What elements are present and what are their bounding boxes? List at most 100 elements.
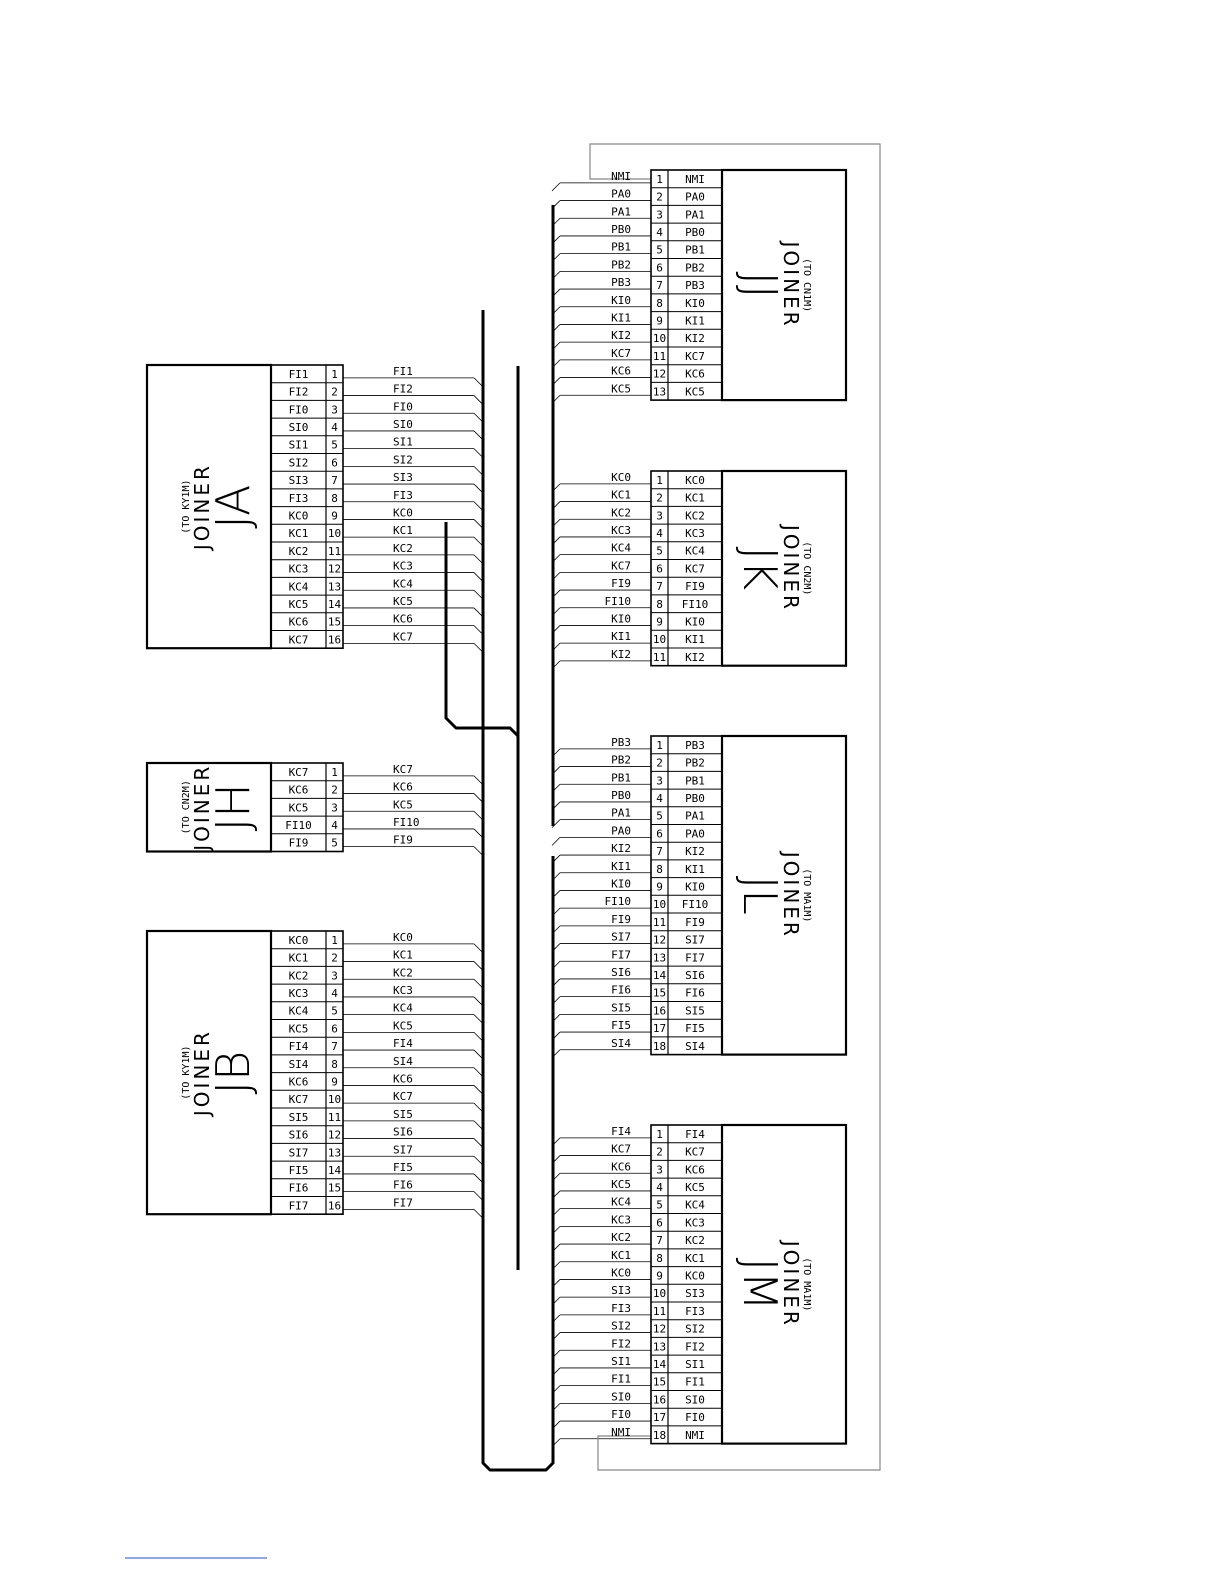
pin-number: 11 xyxy=(328,1111,341,1124)
pin-label: KC4 xyxy=(289,580,309,593)
pin-number: 5 xyxy=(656,810,663,823)
pin-label: KC4 xyxy=(685,1199,705,1212)
pin-number: 16 xyxy=(328,1199,341,1212)
pin-number: 15 xyxy=(653,987,666,1000)
pin-label: FI4 xyxy=(289,1040,309,1053)
connector-id: JB xyxy=(206,1051,260,1095)
wire-signal-label: KC5 xyxy=(611,382,631,395)
pin-label: KI2 xyxy=(685,845,705,858)
wire-signal-label: KI0 xyxy=(611,294,631,307)
pin-label: KC1 xyxy=(289,527,309,540)
pin-number: 8 xyxy=(331,492,338,505)
pin-label: KC1 xyxy=(685,492,705,505)
pin-number: 15 xyxy=(328,616,341,629)
pin-number: 6 xyxy=(656,261,663,274)
pin-label: SI1 xyxy=(685,1358,705,1371)
pin-label: KC2 xyxy=(289,969,309,982)
pin-label: FI10 xyxy=(682,898,709,911)
pin-number: 6 xyxy=(656,1216,663,1229)
wire-signal-label: KC7 xyxy=(393,630,413,643)
pin-number: 8 xyxy=(656,863,663,876)
pin-label: KC6 xyxy=(289,784,309,797)
pin-label: KC4 xyxy=(685,545,705,558)
joiner-label: JOINER xyxy=(190,463,214,552)
pin-label: KI0 xyxy=(685,615,705,628)
wire-signal-label: SI0 xyxy=(611,1390,631,1403)
wire-signal-label: KC0 xyxy=(611,471,631,484)
pin-number: 12 xyxy=(653,1323,666,1336)
bus-line xyxy=(481,310,555,1472)
wire-signal-label: KC3 xyxy=(611,1213,631,1226)
pin-number: 9 xyxy=(656,880,663,893)
pin-number: 12 xyxy=(328,1129,341,1142)
pin-label: KC5 xyxy=(289,801,309,814)
pin-label: FI4 xyxy=(685,1128,705,1141)
wire-signal-label: KI2 xyxy=(611,329,631,342)
pin-number: 10 xyxy=(653,1287,666,1300)
wire-signal-label: KC2 xyxy=(611,1231,631,1244)
pin-number: 7 xyxy=(331,474,338,487)
joiner-label: JOINER xyxy=(190,764,214,853)
pin-label: KC1 xyxy=(289,952,309,965)
pin-number: 11 xyxy=(328,545,341,558)
pin-number: 14 xyxy=(653,969,667,982)
wire-signal-label: KC5 xyxy=(393,798,413,811)
wire-signal-label: FI5 xyxy=(393,1161,413,1174)
wire-signal-label: KC2 xyxy=(611,506,631,519)
pin-number: 5 xyxy=(656,1199,663,1212)
pin-label: SI0 xyxy=(685,1393,705,1406)
joiner-label: JOINER xyxy=(779,523,803,612)
pin-label: KC7 xyxy=(685,562,705,575)
pin-label: FI7 xyxy=(685,951,705,964)
pin-label: SI7 xyxy=(289,1146,309,1159)
pin-label: KC7 xyxy=(685,1146,705,1159)
pin-number: 3 xyxy=(331,403,338,416)
pin-number: 12 xyxy=(328,563,341,576)
pin-number: 12 xyxy=(653,934,666,947)
joiner-target: (TO CN2M) xyxy=(181,780,192,834)
pin-number: 7 xyxy=(331,1040,338,1053)
pin-number: 2 xyxy=(656,191,663,204)
wire-signal-label: FI3 xyxy=(393,489,413,502)
wire-signal-label: FI0 xyxy=(611,1408,631,1421)
wire-signal-label: KI1 xyxy=(611,630,631,643)
wire-signal-label: KC4 xyxy=(393,577,413,590)
pin-label: FI1 xyxy=(685,1376,705,1389)
wire-signal-label: FI9 xyxy=(611,577,631,590)
wire-signal-label: FI2 xyxy=(611,1337,631,1350)
pin-number: 13 xyxy=(653,1340,666,1353)
wire-signal-label: PB0 xyxy=(611,789,631,802)
wire-signal-label: KC1 xyxy=(611,1249,631,1262)
pin-label: KC0 xyxy=(685,1269,705,1282)
pin-number: 5 xyxy=(656,244,663,257)
pin-number: 18 xyxy=(653,1040,666,1053)
pin-label: PA0 xyxy=(685,191,705,204)
wire-signal-label: KC1 xyxy=(393,949,413,962)
pin-number: 2 xyxy=(331,784,338,797)
pin-label: FI3 xyxy=(685,1305,705,1318)
pin-number: 1 xyxy=(656,173,663,186)
wire-signal-label: KC6 xyxy=(611,1160,631,1173)
wire-signal-label: FI10 xyxy=(605,595,632,608)
pin-label: KC3 xyxy=(289,987,309,1000)
pin-number: 5 xyxy=(331,837,338,850)
wire-signal-label: KC5 xyxy=(611,1178,631,1191)
pin-label: SI5 xyxy=(289,1111,309,1124)
pin-number: 9 xyxy=(656,1269,663,1282)
pin-number: 9 xyxy=(331,509,338,522)
wire-signal-label: KC4 xyxy=(611,542,631,555)
wire-signal-label: KC7 xyxy=(393,1090,413,1103)
joiner-target: (TO CN1M) xyxy=(801,258,812,312)
pin-label: SI6 xyxy=(685,969,705,982)
wire-signal-label: KC5 xyxy=(393,595,413,608)
wire-signal-label: FI6 xyxy=(393,1179,413,1192)
pin-number: 7 xyxy=(656,279,663,292)
pin-label: KC3 xyxy=(685,1216,705,1229)
pin-number: 17 xyxy=(653,1411,666,1424)
wire-signal-label: KC3 xyxy=(393,560,413,573)
